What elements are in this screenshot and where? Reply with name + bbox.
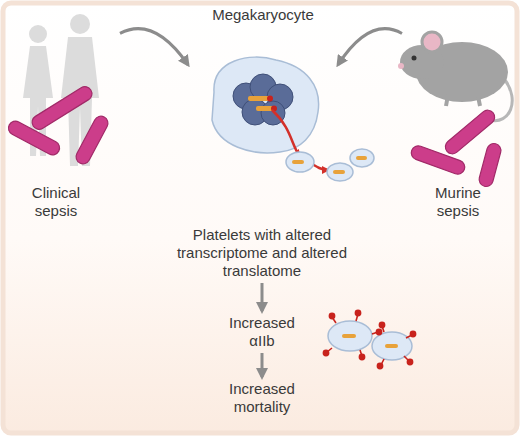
bacterium-rod — [478, 142, 503, 188]
integrin-receptor — [377, 363, 382, 368]
diagram-node: Increased αIIb — [217, 314, 307, 350]
bacterium-rod — [74, 114, 111, 166]
transcript-bar — [356, 156, 367, 160]
diagram-node: Clinical sepsis — [10, 8, 120, 220]
transcript-bar — [248, 96, 270, 101]
integrin-stalks — [327, 314, 412, 365]
diagram-node: Megakaryocyte — [188, 6, 338, 202]
platelet — [350, 149, 374, 167]
flow-arrow — [261, 353, 264, 377]
integrin-receptor — [410, 331, 415, 336]
bacterium-rod — [409, 144, 466, 176]
integrin-receptor — [355, 310, 360, 315]
bacterium-rod — [6, 119, 62, 158]
diagram-node: Murine sepsis — [402, 8, 512, 220]
mouse-eye — [412, 56, 417, 61]
transcript-end — [267, 96, 273, 102]
woman-head — [29, 25, 47, 43]
node-label: Clinical sepsis — [16, 184, 96, 220]
platelet — [372, 332, 412, 360]
diagram-node: Increased mortality — [202, 380, 322, 416]
flow-arrow — [120, 29, 188, 65]
integrin-receptor — [376, 329, 381, 334]
cell-body — [212, 57, 319, 153]
integrin-receptor — [407, 359, 412, 364]
mouse-nose — [398, 63, 404, 69]
diagram-node: Platelets with altered transcriptome and… — [160, 226, 364, 280]
transfer-arrow — [272, 110, 300, 156]
integrin-receptor — [323, 350, 328, 355]
platelet — [327, 163, 353, 181]
node-label: Platelets with altered transcriptome and… — [160, 226, 364, 280]
node-label: Murine sepsis — [418, 184, 498, 220]
transcript-bar — [342, 334, 356, 338]
activated-platelets — [323, 310, 415, 368]
bacteria — [6, 84, 110, 166]
transcript-bar — [292, 160, 304, 164]
flow-arrow — [261, 283, 264, 311]
frame — [3, 3, 517, 433]
integrin-receptor — [329, 313, 334, 318]
transcript-bar — [385, 344, 398, 348]
bacteria — [409, 107, 502, 188]
mouse-ear — [422, 32, 442, 52]
platelet — [328, 321, 372, 351]
platelet-bud — [286, 152, 314, 172]
megakaryocyte-cell — [212, 57, 374, 181]
flow-arrow — [338, 29, 402, 65]
node-label: Megakaryocyte — [188, 6, 338, 24]
node-label: Increased αIIb — [217, 314, 307, 350]
node-label: Increased mortality — [202, 380, 322, 416]
man-head — [70, 14, 90, 34]
integrin-receptor — [359, 354, 364, 359]
mouse — [398, 32, 512, 121]
integrin-receptor — [379, 322, 384, 327]
mouse-legs — [446, 95, 480, 106]
transcript-bar — [333, 170, 345, 174]
bacterium-rod — [29, 84, 94, 132]
